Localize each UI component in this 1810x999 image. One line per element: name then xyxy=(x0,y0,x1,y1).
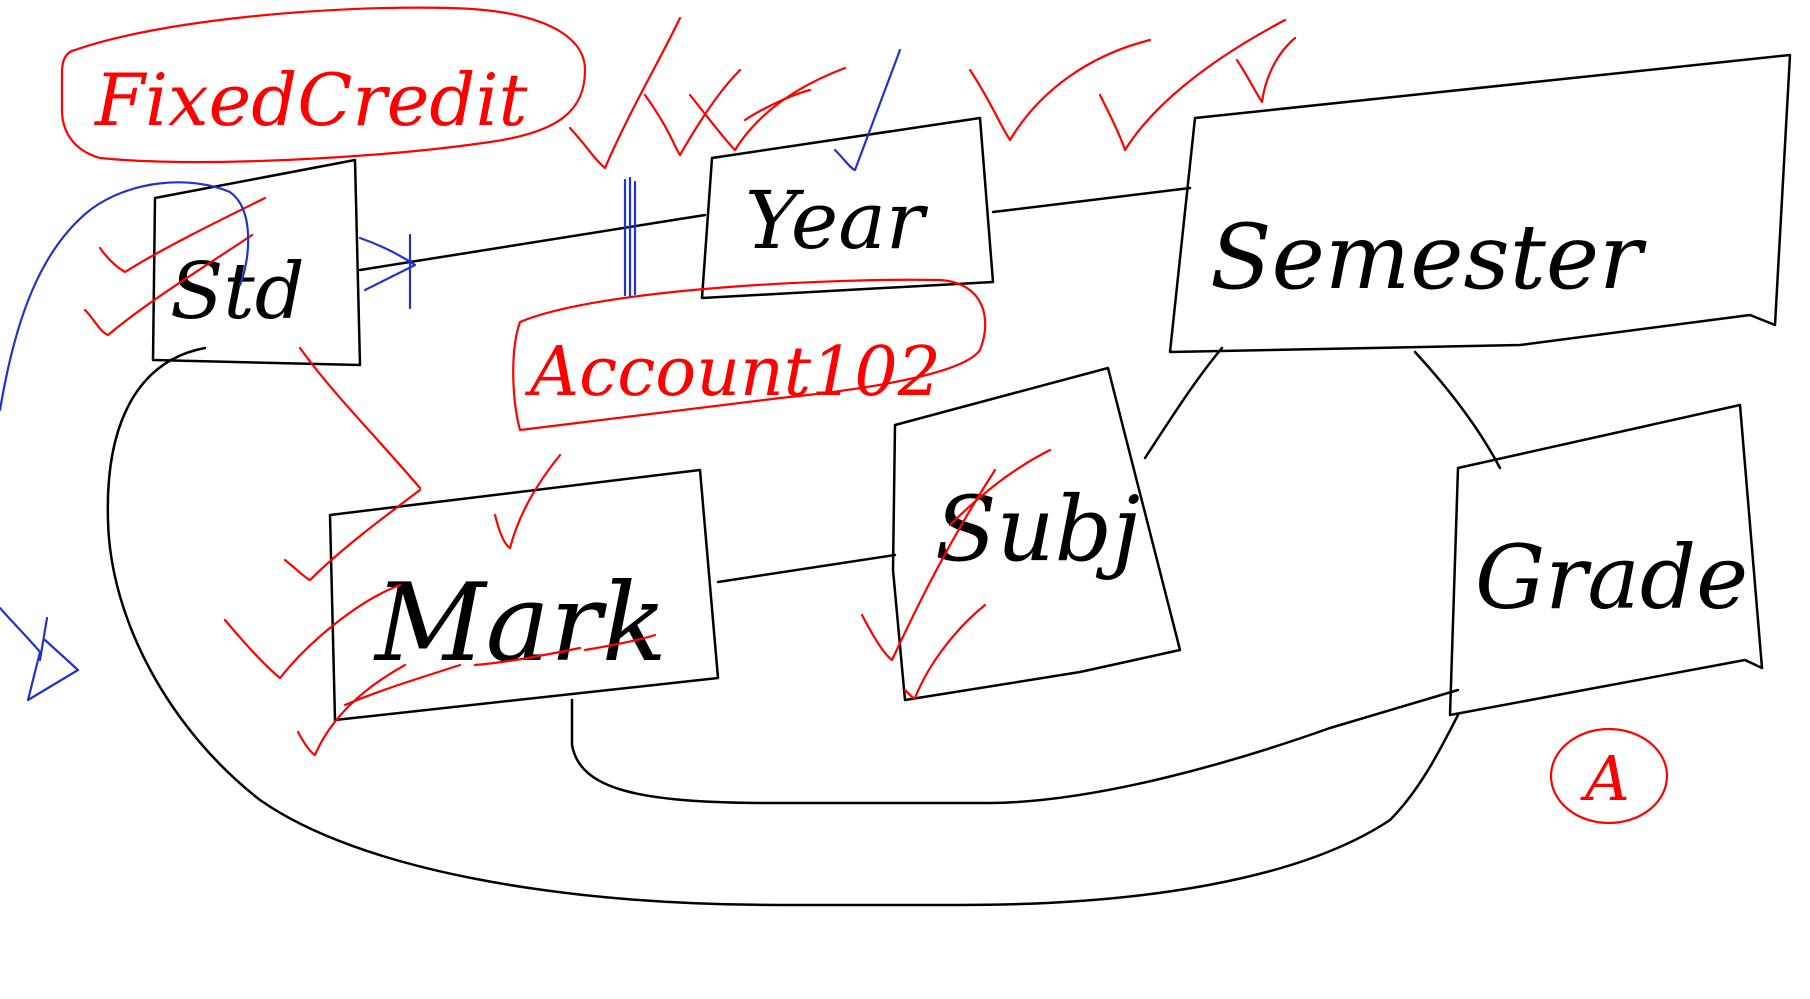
blue-arc xyxy=(0,181,250,412)
red-notes: FixedCredit Account102 A xyxy=(93,58,1630,815)
std-year-connector xyxy=(358,213,707,272)
semester-box xyxy=(1168,53,1792,354)
entity-boxes xyxy=(151,53,1792,722)
blue-crossbar xyxy=(358,236,417,292)
grade-label: Grade xyxy=(1475,526,1748,629)
check-mark xyxy=(568,16,682,170)
connectors xyxy=(106,186,1502,907)
blue-mark xyxy=(38,616,49,662)
check-mark xyxy=(903,603,987,700)
subj-semester-connector xyxy=(1143,346,1224,460)
mark-grade-loop xyxy=(570,688,1460,805)
mark-subj-connector xyxy=(716,553,897,584)
year-label: Year xyxy=(745,174,929,267)
blue-annotations xyxy=(0,48,902,702)
semester-grade-connector xyxy=(1413,350,1502,470)
check-mark xyxy=(1098,18,1287,152)
underline-stroke xyxy=(473,646,582,667)
check-mark xyxy=(968,38,1152,142)
fixed-credit-note: FixedCredit xyxy=(93,58,529,142)
underline-stroke xyxy=(583,633,657,652)
grade-a-circle xyxy=(1549,727,1669,825)
check-mark xyxy=(860,468,997,662)
red-markup xyxy=(60,6,1669,825)
entity-labels: Std Year Semester Mark Subj Grade xyxy=(170,174,1748,686)
mark-label: Mark xyxy=(373,561,667,686)
mark-box xyxy=(328,468,720,722)
check-mark xyxy=(688,66,847,152)
account-bubble xyxy=(512,278,987,432)
subj-box xyxy=(891,366,1182,702)
check-mark xyxy=(493,453,562,550)
grade-a-note: A xyxy=(1580,742,1630,815)
year-semester-connector xyxy=(991,186,1192,214)
std-grade-loop xyxy=(106,346,1460,907)
year-box xyxy=(700,116,995,300)
grade-box xyxy=(1448,403,1764,717)
check-mark xyxy=(223,583,402,680)
check-mark xyxy=(83,233,254,337)
check-mark xyxy=(743,88,812,122)
check-mark xyxy=(343,663,462,707)
check-mark xyxy=(643,68,742,157)
std-label: Std xyxy=(170,247,305,337)
fixed-credit-bubble xyxy=(60,6,587,164)
subj-label: Subj xyxy=(935,477,1140,582)
check-mark xyxy=(1235,36,1297,104)
std-box xyxy=(151,158,362,367)
account-note: Account102 xyxy=(524,333,941,412)
blue-double-bar xyxy=(623,176,637,298)
check-mark xyxy=(948,448,1052,527)
check-mark xyxy=(296,663,407,757)
check-mark xyxy=(98,196,267,274)
blue-check xyxy=(833,48,902,172)
std-mark-red-link xyxy=(298,346,422,490)
check-mark xyxy=(283,488,422,582)
semester-label: Semester xyxy=(1210,205,1647,310)
blue-arrowhead xyxy=(0,606,80,702)
